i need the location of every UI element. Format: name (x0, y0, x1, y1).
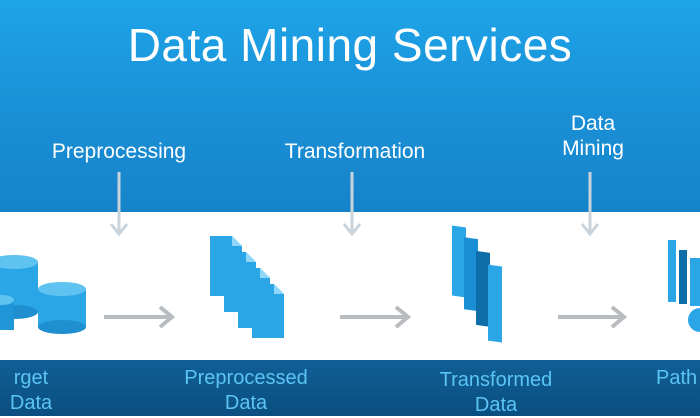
step-label-data-mining: Data Mining (548, 111, 638, 161)
output-label-preprocessed-data: Preprocessed Data (166, 366, 326, 416)
down-arrow-transformation (342, 172, 362, 237)
database-icon (0, 255, 86, 334)
diagram-band (0, 212, 700, 360)
page-title: Data Mining Services (127, 19, 573, 71)
step-label-data-mining-line1: Data (570, 112, 616, 135)
output-label-transformed-line2: Data (474, 394, 518, 416)
output-label-preprocessed-line2: Data (224, 392, 268, 414)
chart-icon (668, 240, 700, 332)
flow-arrow-2 (340, 305, 412, 329)
down-arrow-data-mining (580, 172, 600, 237)
labels-band (0, 360, 700, 416)
header-band (0, 0, 700, 212)
output-label-pattern: Path (656, 366, 700, 391)
output-label-target-line2: Data (9, 392, 53, 414)
output-label-target-line1: rget (13, 367, 49, 389)
documents-icon (210, 236, 284, 338)
down-arrow-preprocessing (109, 172, 129, 237)
output-label-transformed-data: Transformed Data (416, 368, 576, 418)
output-label-preprocessed-line1: Preprocessed (184, 367, 308, 389)
flow-arrow-3 (558, 305, 628, 329)
output-label-pattern-line1: Path (656, 367, 698, 389)
step-label-transformation: Transformation (284, 140, 426, 163)
layers-icon (452, 225, 502, 343)
output-label-target-data: rget Data (0, 366, 66, 416)
step-label-preprocessing: Preprocessing (51, 140, 187, 163)
flow-arrow-1 (104, 305, 176, 329)
output-label-transformed-line1: Transformed (439, 369, 553, 391)
step-label-data-mining-line2: Mining (562, 137, 624, 161)
